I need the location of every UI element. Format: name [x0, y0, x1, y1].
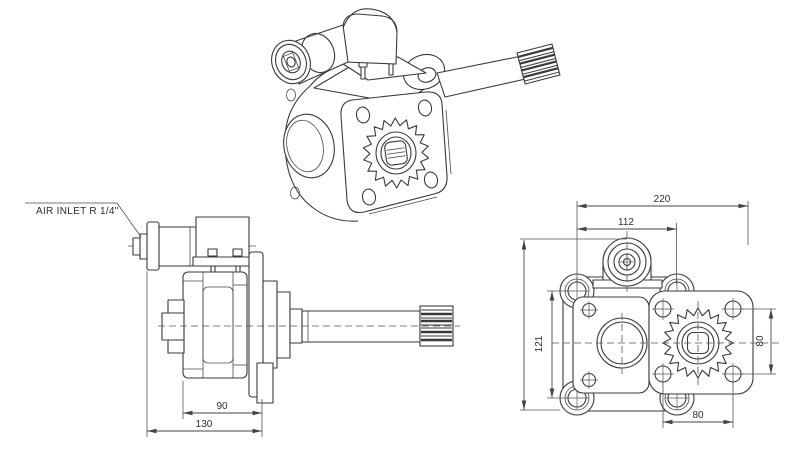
dim-130-label: 130: [196, 419, 213, 430]
iso-body-hole-top: [286, 88, 296, 102]
dim-90-label: 90: [216, 401, 228, 412]
dim-220: 220: [576, 194, 749, 284]
dim-121-label: 121: [534, 335, 545, 352]
side-view: 90 130 AIR INLET R 1/4": [25, 202, 460, 437]
side-air-nipple: [132, 237, 141, 256]
side-body: [182, 271, 248, 379]
dim-90: 90: [182, 381, 263, 419]
iso-spline-bore: [384, 140, 408, 166]
iso-dome-cap: [283, 113, 335, 179]
iso-spline-end: [516, 43, 561, 85]
dim-80-horizontal: 80: [662, 383, 734, 428]
air-inlet-leader: [25, 202, 142, 238]
dim-112-label: 112: [618, 217, 634, 228]
dim-121: 121: [534, 290, 568, 399]
iso-gear-hub: [375, 131, 417, 175]
dim-80-horizontal-label: 80: [692, 410, 704, 421]
side-bracket-plate: [192, 256, 253, 267]
front-view: 220 112 121 80 80: [520, 194, 780, 428]
iso-body-hole-bottom: [290, 186, 300, 200]
iso-flange-hole: [417, 99, 433, 117]
dim-130: 130: [146, 271, 263, 437]
iso-flange-hole: [423, 171, 439, 189]
iso-valve-block: [342, 13, 398, 65]
side-bearing-stack: [262, 280, 278, 369]
air-inlet-label: AIR INLET R 1/4": [36, 206, 119, 217]
iso-flange-hole: [355, 106, 371, 124]
air-inlet-callout: AIR INLET R 1/4": [25, 202, 142, 238]
isometric-view: [271, 8, 561, 222]
side-shaft: [301, 310, 421, 343]
side-lower-stud: [256, 362, 274, 404]
iso-cylinder-cap: [271, 39, 311, 85]
dim-112: 112: [577, 217, 677, 284]
side-cylinder-barrel: [158, 226, 197, 267]
dim-80-vertical-label: 80: [755, 335, 766, 347]
side-hex-plug: [161, 299, 185, 354]
side-cylinder-cap: [146, 221, 160, 271]
dim-overall-height: [520, 238, 627, 411]
iso-flange-hole: [361, 188, 377, 206]
dim-220-label: 220: [654, 194, 671, 205]
dim-80-vertical: 80: [742, 308, 776, 375]
iso-shaft: [436, 55, 531, 98]
